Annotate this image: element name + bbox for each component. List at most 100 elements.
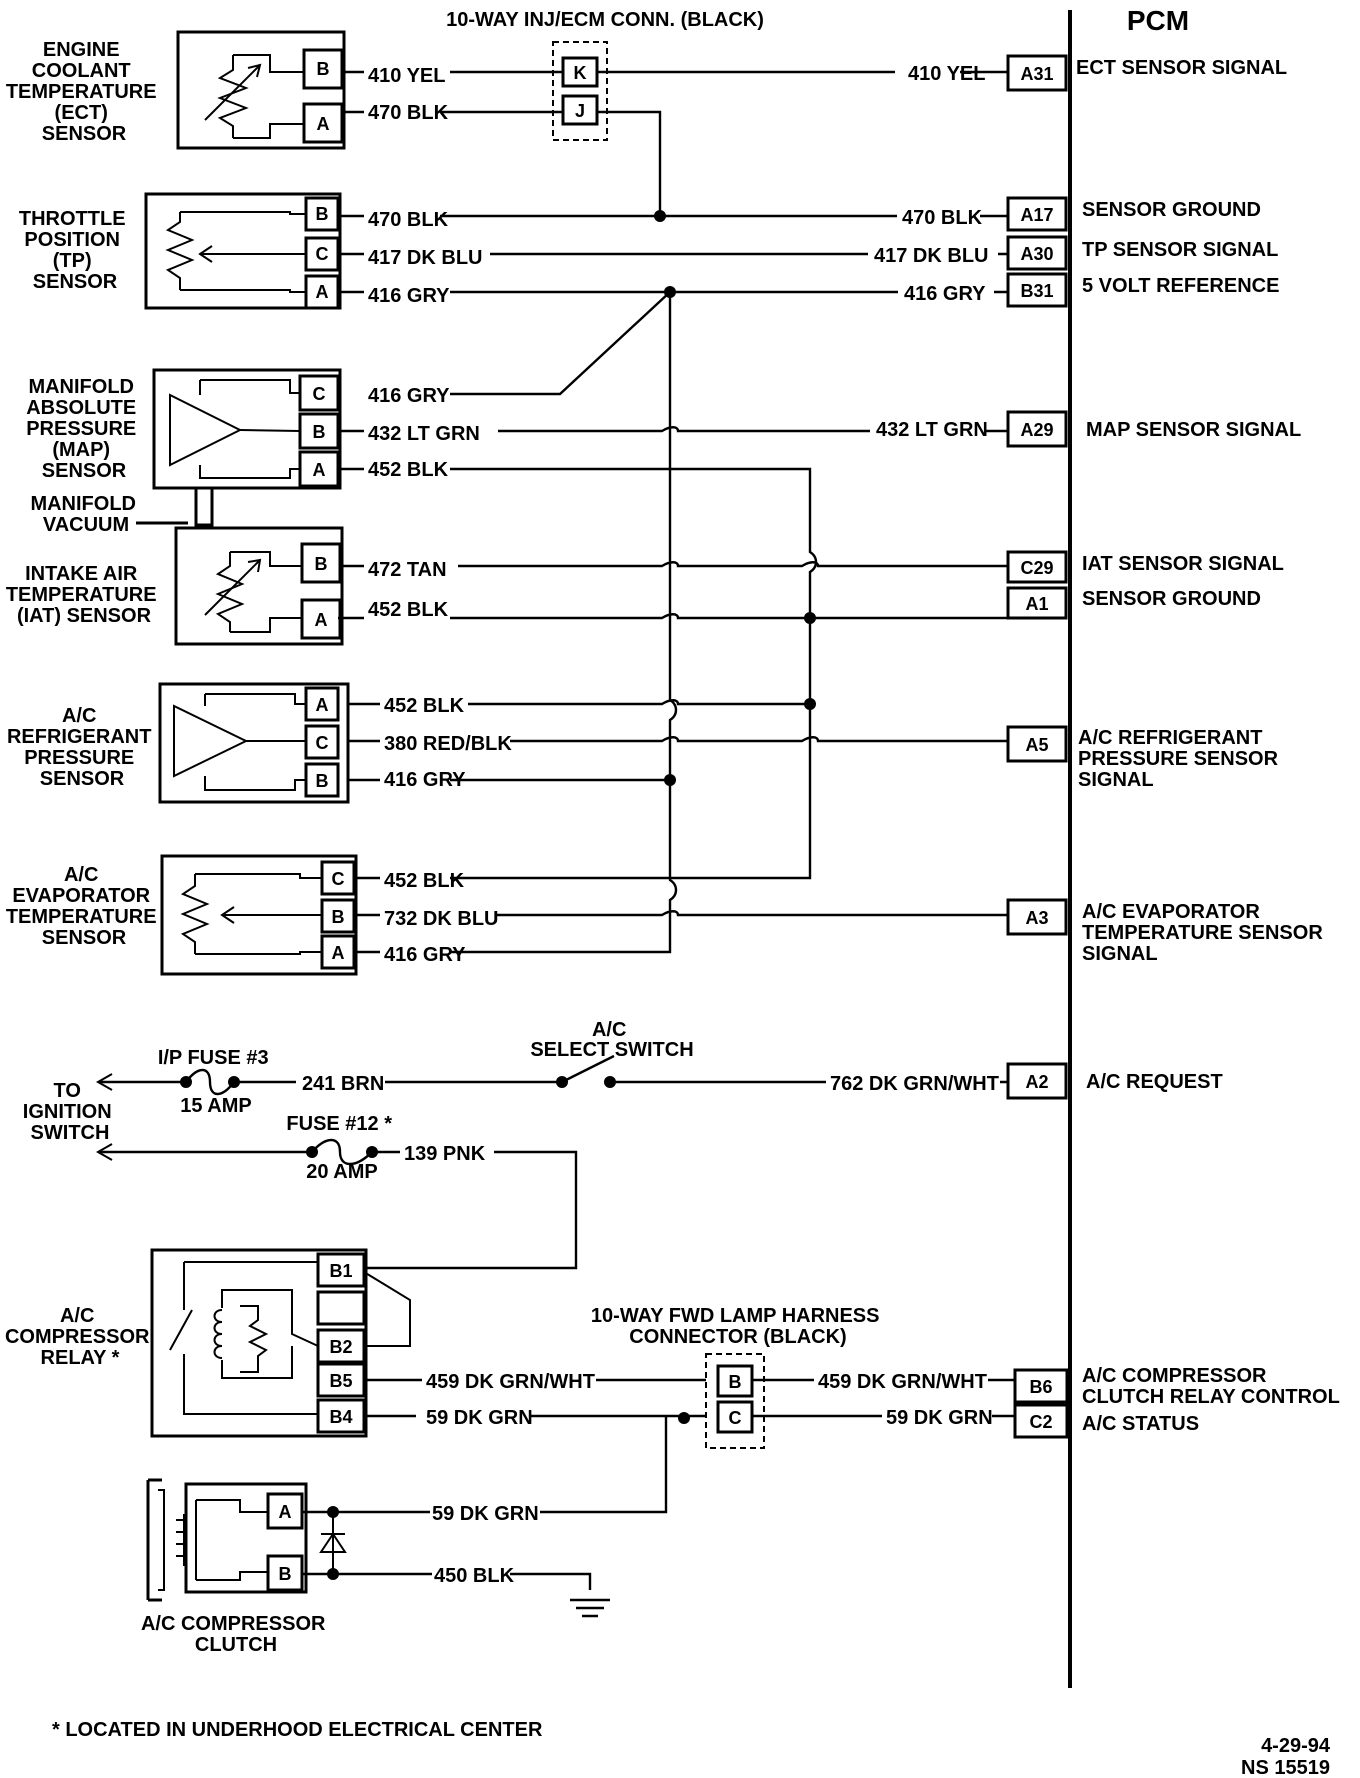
wire-fuse12: 139 PNK [404,1143,486,1165]
ect-sensor-label: ENGINE COOLANT TEMPERATURE (ECT) SENSOR [6,39,162,145]
svg-text:A: A [317,114,330,134]
svg-text:J: J [575,101,585,121]
ignition-switch-label: TO IGNITION SWITCH [23,1080,117,1144]
coil-icon [195,1499,268,1581]
ground-icon [570,1598,610,1618]
clutch-a-wire [302,1416,668,1514]
svg-text:B: B [316,771,329,791]
pcm-pin-a30: A30 [1006,235,1068,271]
relay-coil-icon [213,1309,223,1359]
pcm-pin-a2: A2 [1006,1062,1068,1100]
pcm-pin-c29: C29 [1006,550,1068,584]
svg-text:A30: A30 [1020,244,1053,264]
acrp-sensor-label: A/C REFRIGERANT PRESSURE SENSOR [7,705,157,790]
pcm-pin-a5: A5 [1006,725,1068,763]
pcm-pin-a1: A1 [1006,586,1068,620]
wire-clutch-a: 59 DK GRN [432,1503,539,1525]
pcm-signal-a1: SENSOR GROUND [1082,588,1261,610]
pcm-signal-a17: SENSOR GROUND [1082,199,1261,221]
svg-text:C: C [729,1408,742,1428]
wire-relay-b4: 59 DK GRN [426,1407,533,1429]
fwd-connector-label: 10-WAY FWD LAMP HARNESS CONNECTOR (BLACK… [591,1305,885,1348]
wire-acevap-c: 452 BLK [384,870,465,892]
svg-text:C29: C29 [1020,558,1053,578]
svg-text:B2: B2 [329,1337,352,1357]
iat-sensor-label: INTAKE AIR TEMPERATURE (IAT) SENSOR [6,563,162,627]
pcm-pin-b6: B6 [1013,1368,1069,1404]
wire-pcm-a29: 432 LT GRN [876,419,988,441]
potentiometer-icon [165,212,195,290]
svg-text:C: C [316,733,329,753]
amplifier-icon [173,704,249,778]
fuse12-label: FUSE #12 * 20 AMP [286,1113,397,1183]
fwd-pin-b: B [716,1364,754,1398]
tp-sensor-label: THROTTLE POSITION (TP) SENSOR [19,208,131,293]
svg-text:A29: A29 [1020,420,1053,440]
ect-sensor: B A [176,30,346,150]
amplifier-icon [169,393,243,467]
pcm-signal-a29: MAP SENSOR SIGNAL [1086,419,1301,441]
fwd-connector [705,1353,765,1449]
wire-tp-c: 417 DK BLU [368,247,482,269]
wire-pcm-a17: 470 BLK [902,207,983,229]
map-sensor-label: MANIFOLD ABSOLUTE PRESSURE (MAP) SENSOR [26,376,142,482]
pcm-pin-b31: B31 [1006,272,1068,308]
wire-acrp-b: 416 GRY [384,769,466,791]
wire-tp-b: 470 BLK [368,209,449,231]
wire-lines [338,70,1008,954]
pcm-signal-a31: ECT SENSOR SIGNAL [1076,57,1287,79]
wire-iat-b: 472 TAN [368,559,447,581]
pcm-title: PCM [1127,5,1189,36]
vacuum-port [136,488,214,527]
wire-pcm-c2: 59 DK GRN [886,1407,993,1429]
svg-text:C: C [316,244,329,264]
wire-pcm-b31: 416 GRY [904,283,986,305]
svg-text:B4: B4 [329,1407,352,1427]
clutch-label: A/C COMPRESSOR CLUTCH [141,1613,331,1656]
fuse3-label: I/P FUSE #3 15 AMP [158,1047,274,1117]
wire-tp-a: 416 GRY [368,285,450,307]
svg-text:B5: B5 [329,1371,352,1391]
thermistor-icon [215,552,245,632]
wire-ect-a: 470 BLK [368,102,449,124]
wire-acevap-b: 732 DK BLU [384,908,498,930]
svg-text:A: A [332,943,345,963]
svg-text:B: B [332,907,345,927]
inj-pin-j: J [561,94,599,126]
select-switch-label: A/C SELECT SWITCH [530,1019,693,1061]
svg-text:B: B [313,422,326,442]
wire-ect-b: 410 YEL [368,65,445,87]
map-sensor: C B A [152,368,342,490]
pcm-signal-a2: A/C REQUEST [1086,1071,1223,1093]
relay-contact-icon [169,1262,318,1415]
pcm-signal-c2: A/C STATUS [1082,1413,1199,1435]
svg-text:B: B [729,1372,742,1392]
svg-text:A: A [316,695,329,715]
svg-text:K: K [574,63,587,83]
arrow-left-icon [95,1073,113,1091]
pcm-pin-a31: A31 [1006,54,1068,92]
clutch-b-wire [302,1572,592,1590]
inj-pin-k: K [561,56,599,88]
svg-text:A: A [313,460,326,480]
pcm-signal-a3: A/C EVAPORATOR TEMPERATURE SENSOR SIGNAL [1082,901,1328,965]
svg-text:A: A [315,610,328,630]
thermistor-icon [217,55,249,138]
wire-relay-b5: 459 DK GRN/WHT [426,1371,595,1393]
pcm-signal-c29: IAT SENSOR SIGNAL [1082,553,1284,575]
relay-label: A/C COMPRESSOR RELAY * [5,1305,155,1369]
wire-iat-a: 452 BLK [368,599,449,621]
pcm-pin-a17: A17 [1006,196,1068,232]
diode-icon [319,1512,347,1574]
svg-text:A31: A31 [1020,64,1053,84]
wire-map-c: 416 GRY [368,385,450,407]
potentiometer-icon [180,874,210,954]
wire-map-a: 452 BLK [368,459,449,481]
svg-text:B1: B1 [329,1261,352,1281]
compressor-relay: B1 B2 B5 B4 [150,1248,411,1438]
wire-acreq: 762 DK GRN/WHT [830,1073,999,1095]
svg-text:C2: C2 [1029,1412,1052,1432]
svg-text:A2: A2 [1025,1072,1048,1092]
manifold-vacuum-label: MANIFOLD VACUUM [30,493,141,536]
